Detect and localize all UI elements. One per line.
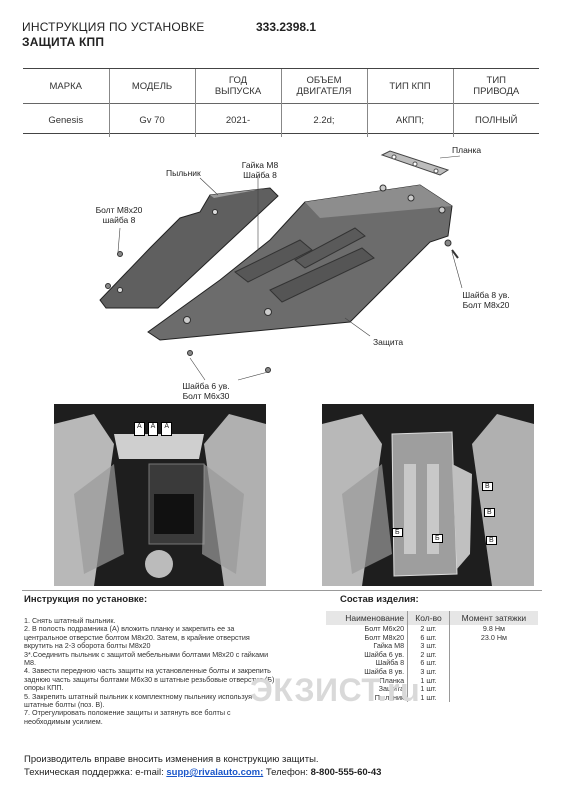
support-email-link[interactable]: supp@rivalauto.com; (166, 767, 264, 778)
step-line: 3*.Соединить пыльник с защитой мебельным… (24, 649, 269, 659)
col-header: Наименование (326, 611, 408, 625)
underbody-after-image (322, 404, 534, 586)
callout-a: А (134, 422, 145, 436)
composition-title: Состав изделия: (340, 594, 419, 605)
instructions-title: Инструкция по установке: (24, 594, 148, 605)
label-planka: Планка (452, 145, 482, 155)
fastener-icons (105, 239, 459, 373)
callout-a: А (161, 422, 173, 436)
callout-b: Б (432, 534, 443, 543)
step-line: М8. (24, 658, 36, 668)
step-line: вкрутить на 2-3 оборота болты М8х20 (24, 641, 151, 651)
col-header: Момент затяжки (448, 611, 538, 625)
title-line-2: ЗАЩИТА КПП (22, 35, 105, 49)
photo-underbody-after: Б Б В В В (322, 404, 534, 586)
footer: Производитель вправе вносить изменения в… (24, 753, 381, 779)
spec-header: ТИП КПП (366, 69, 453, 104)
callout-v: В (482, 482, 493, 491)
support-phone: 8-800-555-60-43 (310, 767, 382, 778)
kit-composition: Состав изделия: Наименование Кол-во Моме… (326, 594, 538, 703)
dust-cover-part (99, 187, 279, 309)
section-divider (22, 590, 542, 591)
label-zashchita: Защита (373, 337, 404, 347)
spec-header: МАРКА (49, 80, 82, 92)
step-line: необходимым усилием. (24, 716, 103, 726)
document-title: ИНСТРУКЦИЯ ПО УСТАНОВКЕ ЗАЩИТА КПП (22, 20, 204, 50)
support-line: Техническая поддержка: e-mail: supp@riva… (24, 767, 382, 778)
spec-brand: Genesis (23, 103, 109, 137)
composition-table: Наименование Кол-во Момент затяжки Болт … (326, 611, 538, 703)
table-row: Шайба 6 ув.2 шт. (326, 650, 538, 660)
spec-year: 2021- (194, 103, 281, 137)
table-row: Шайба 8 ув.3 шт. (326, 667, 538, 677)
photo-underbody-before: А А А (54, 404, 266, 586)
spec-model: Gv 70 (108, 103, 195, 137)
installation-instructions: Инструкция по установке: 1. Снять штатны… (24, 594, 294, 726)
step-line: 4. Завести переднюю часть защиты на уста… (24, 666, 271, 676)
part-number: 333.2398.1 (256, 20, 317, 34)
label-washer-bolt-right: Шайба 8 ув.Болт М8х20 (462, 290, 510, 310)
spec-drive: ПОЛНЫЙ (452, 103, 539, 137)
step-line: 5. Закрепить штатный пыльник к комплектн… (24, 691, 252, 701)
exploded-parts-diagram (99, 150, 463, 381)
callout-a-group: А А А (134, 422, 180, 436)
spec-header: МОДЕЛЬ (108, 69, 195, 104)
spec-gearbox: АКПП; (366, 103, 453, 137)
planka-bracket (380, 150, 450, 176)
step-line: 7. Отрегулировать положение защиты и зат… (24, 708, 231, 718)
protection-plate-part (147, 184, 453, 341)
step-line: центральное отверстие болтом М8х20. Зате… (24, 632, 250, 642)
disclaimer: Производитель вправе вносить изменения в… (24, 754, 319, 765)
step-line: штатные болты (поз. В). (24, 700, 105, 710)
col-header: Кол-во (407, 611, 450, 625)
callout-b: Б (392, 528, 403, 537)
watermark: ЭКЗИСТ.ru (250, 672, 421, 708)
label-pylnik: Пыльник (166, 168, 201, 178)
callout-a: А (147, 422, 159, 436)
step-line: 2. В полость подрамника (А) вложить план… (24, 624, 235, 634)
spec-value-row: Genesis Gv 70 2021- 2.2d; АКПП; ПОЛНЫЙ (23, 103, 539, 137)
spec-engine: 2.2d; (280, 103, 367, 137)
label-washer-bolt-bottom: Шайба 6 ув.Болт М6х30 (182, 381, 230, 401)
callout-v: В (486, 536, 497, 545)
step-line: заднюю часть защиты болтами М6х30 в штат… (24, 674, 275, 684)
step-line: опоры КПП. (24, 683, 64, 693)
leader-lines (117, 155, 463, 381)
underbody-before-image (54, 404, 266, 586)
callout-v: В (484, 508, 495, 517)
step-line: 1. Снять штатный пыльник. (24, 616, 116, 625)
title-line-1: ИНСТРУКЦИЯ ПО УСТАНОВКЕ (22, 20, 205, 34)
